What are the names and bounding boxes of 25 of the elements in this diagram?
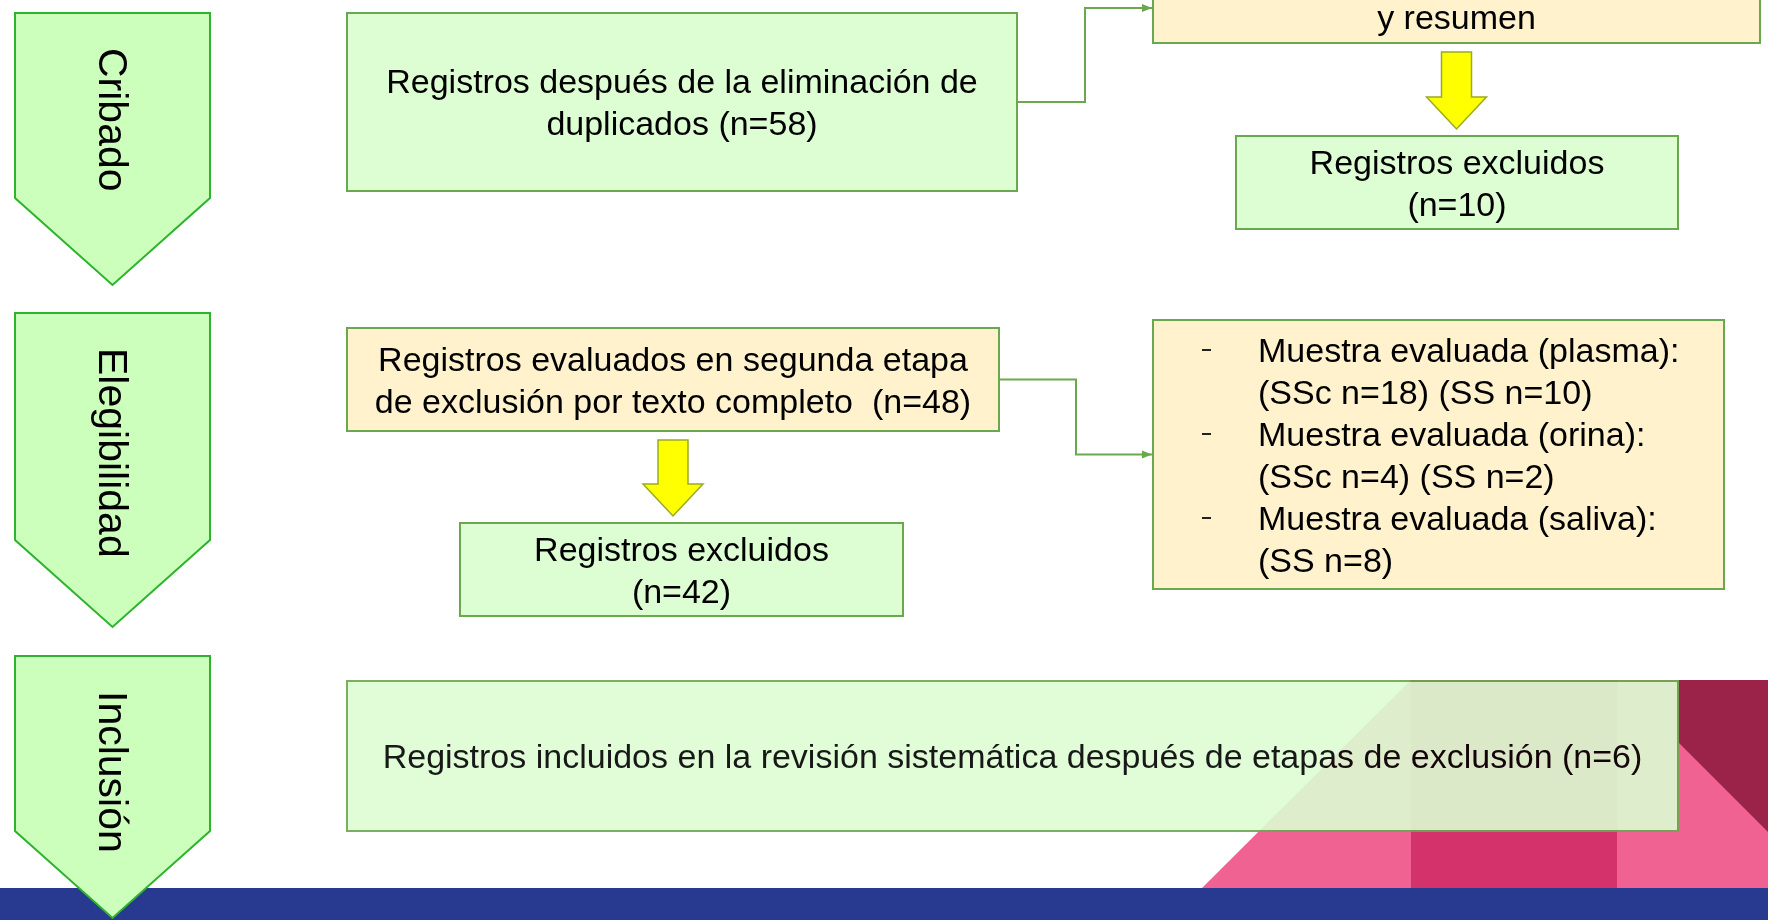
process-box bbox=[1235, 135, 1679, 230]
process-box bbox=[346, 12, 1018, 192]
connector-arrow bbox=[1017, 4, 1153, 103]
block-arrow bbox=[1424, 51, 1489, 131]
process-box bbox=[1152, 319, 1725, 590]
stage-pentagon bbox=[14, 12, 211, 286]
box-text: Registros excluidos (n=10) bbox=[1308, 141, 1606, 225]
list-item-text: Muestra evaluada (plasma): (SSc n=18) (SS n=10) bbox=[1258, 329, 1681, 413]
box-text: Registros evaluados en segunda etapa de exclusión por texto completo (n=48) bbox=[373, 338, 973, 422]
stage-label: Elegibilidad bbox=[89, 348, 136, 558]
list-item-text: Muestra evaluada (orina): (SSc n=4) (SS n=2) bbox=[1258, 413, 1647, 497]
stage-label: Inclusión bbox=[89, 691, 136, 853]
stage-label: Cribado bbox=[89, 48, 136, 192]
process-box bbox=[459, 522, 904, 617]
stage-pentagon bbox=[14, 312, 211, 628]
list-item-text: Muestra evaluada (saliva): (SS n=8) bbox=[1258, 497, 1658, 581]
block-arrow bbox=[641, 439, 705, 518]
box-text: Registros excluidos (n=42) bbox=[533, 528, 830, 612]
box-text: y resumen bbox=[1377, 0, 1536, 38]
connector-arrow bbox=[999, 378, 1153, 459]
process-box bbox=[346, 327, 1000, 432]
box-text: Registros incluidos en la revisión sistemática después de etapas de exclusión (n=6) bbox=[382, 736, 1643, 777]
stage-pentagon bbox=[14, 655, 211, 919]
box-text: Registros después de la eliminación de duplicados (n=58) bbox=[385, 61, 979, 144]
process-box bbox=[346, 680, 1679, 832]
